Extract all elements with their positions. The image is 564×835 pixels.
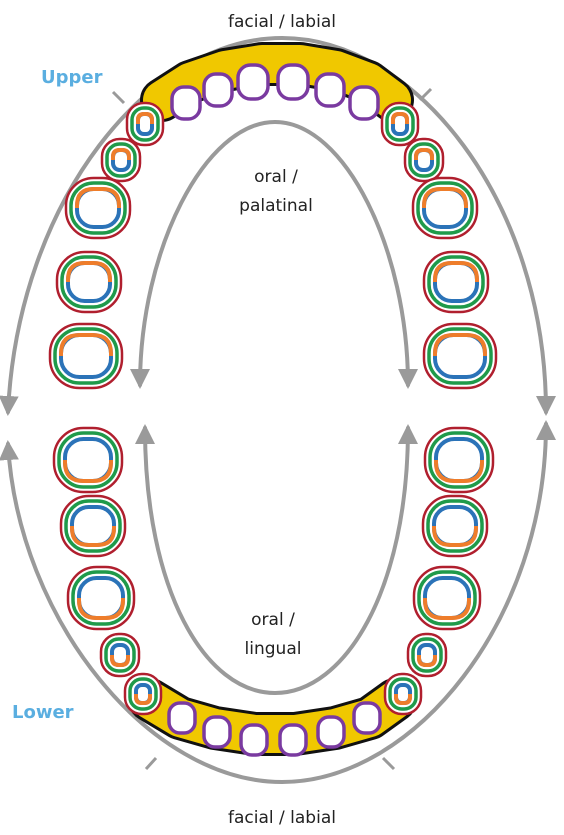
lower-right-molar-4 <box>408 634 446 676</box>
lower-left-molar-2 <box>61 496 125 556</box>
upper-right-molar-1 <box>382 103 418 145</box>
upper-left-molar-1 <box>127 103 163 145</box>
lower-incisor-5 <box>318 717 344 747</box>
lower-left-tick <box>146 758 156 769</box>
top-facial-label: facial / labial <box>228 12 336 32</box>
upper-right-molar-3 <box>413 178 477 238</box>
lower-incisor-6 <box>354 703 380 733</box>
upper-incisor-6 <box>350 87 378 119</box>
lower-left-molar-3 <box>68 567 134 629</box>
upper-left-molar-2 <box>102 139 140 181</box>
upper-right-molar-4 <box>424 252 488 312</box>
upper-oral-label-line1: oral / <box>254 167 298 187</box>
lower-right-molar-3 <box>414 567 480 629</box>
lower-incisor-2 <box>204 717 230 747</box>
upper-incisor-3 <box>238 65 268 99</box>
upper-oral-arrow-right <box>275 122 408 385</box>
upper-right-tick <box>420 89 431 100</box>
upper-oral-arrow-left <box>140 122 275 385</box>
upper-incisor-4 <box>278 65 308 99</box>
upper-right-molar-5 <box>424 324 496 388</box>
upper-left-molar-5 <box>50 324 122 388</box>
lower-right-molar-5 <box>385 674 421 714</box>
lower-oral-label-line2: lingual <box>245 639 302 659</box>
upper-oral-label-line2: palatinal <box>239 196 313 216</box>
upper-incisor-2 <box>204 74 232 106</box>
upper-left-molar-3 <box>66 178 130 238</box>
lower-oral-label-line1: oral / <box>251 610 295 630</box>
lower-left-molar-5 <box>125 674 161 714</box>
lower-left-molar-1 <box>54 428 122 492</box>
lower-jaw-label: Lower <box>12 702 74 723</box>
lower-right-tick <box>383 758 394 769</box>
upper-right-molar-2 <box>405 139 443 181</box>
lower-right-molar-1 <box>425 428 493 492</box>
lower-incisor-3 <box>241 725 267 755</box>
lower-right-molar-2 <box>423 496 487 556</box>
upper-jaw-label: Upper <box>41 67 103 88</box>
lower-left-molar-4 <box>101 634 139 676</box>
upper-left-molar-4 <box>57 252 121 312</box>
bottom-facial-label: facial / labial <box>228 808 336 828</box>
lower-incisor-4 <box>280 725 306 755</box>
upper-left-tick <box>113 92 124 103</box>
upper-incisor-1 <box>172 87 200 119</box>
upper-incisor-5 <box>316 74 344 106</box>
lower-incisor-1 <box>169 703 195 733</box>
